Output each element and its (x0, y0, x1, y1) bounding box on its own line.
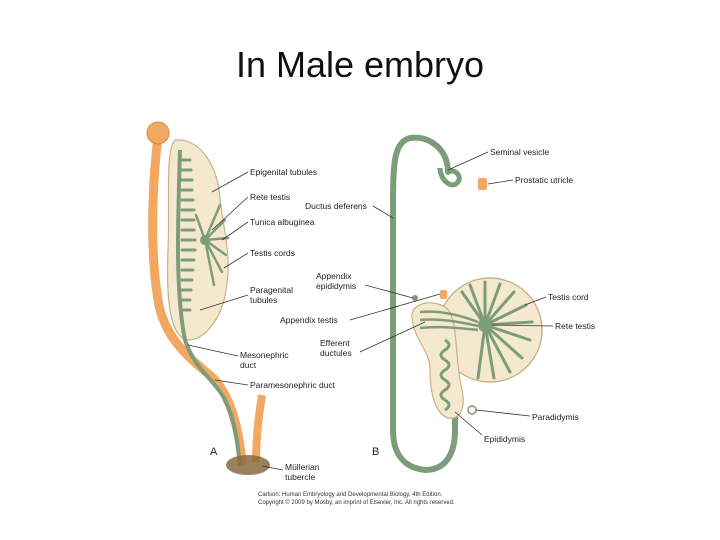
label-paragenital-1: Paragenital (250, 285, 293, 295)
mullerian-tubercle (226, 455, 270, 475)
appendix-testis (440, 290, 447, 299)
mesonephric-duct (175, 149, 242, 466)
label-tunica-albuginea: Tunica albuginea (250, 217, 315, 227)
testis-cords-b (460, 280, 534, 380)
slide-title: In Male embryo (235, 44, 485, 85)
label-mullerian-1: Müllerian (285, 462, 320, 472)
label-rete-testis-b: Rete testis (555, 321, 595, 331)
label-appendix-epididymis-2: epididymis (316, 281, 356, 291)
label-efferent-2: ductules (320, 348, 352, 358)
label-testis-cords: Testis cords (250, 248, 295, 258)
paramesonephric-duct (148, 130, 247, 467)
credit-line-1: Carlson: Human Embryology and Developmen… (258, 492, 443, 498)
label-paradidymis: Paradidymis (532, 412, 579, 422)
label-appendix-testis: Appendix testis (280, 315, 338, 325)
seminal-vesicle (437, 167, 462, 188)
label-mesonephric-2: duct (240, 360, 257, 370)
label-epigenital-tubules: Epigenital tubules (250, 167, 317, 177)
label-mesonephric-1: Mesonephric (240, 350, 289, 360)
rete-testis-a (200, 235, 210, 245)
label-appendix-epididymis-1: Appendix (316, 271, 352, 281)
label-paramesonephric-duct: Paramesonephric duct (250, 380, 336, 390)
label-testis-cord: Testis cord (548, 292, 589, 302)
panel-a-leaders (187, 171, 284, 471)
label-seminal-vesicle: Seminal vesicle (490, 147, 549, 157)
ductus-deferens (390, 134, 458, 474)
label-paragenital-2: tubules (250, 295, 277, 305)
label-epididymis: Epididymis (484, 434, 525, 444)
label-prostatic-utricle: Prostatic utricle (515, 175, 573, 185)
prostatic-utricle (478, 178, 487, 190)
epididymis-body (411, 302, 464, 419)
paramesonephric-top (146, 121, 170, 145)
panel-b-leaders (349, 151, 554, 436)
efferent-ductules (419, 310, 479, 332)
panel-b-label: B (372, 446, 379, 458)
label-efferent-1: Efferent (320, 338, 350, 348)
rete-testis-b (478, 318, 492, 332)
epigenital-tubules (180, 158, 197, 312)
panel-a-drawing (146, 121, 270, 475)
appendix-epididymis (412, 295, 418, 301)
credit-line-2: Copyright © 2009 by Mosby, an imprint of… (258, 499, 455, 506)
panel-a-label: A (210, 446, 218, 458)
label-rete-testis-a: Rete testis (250, 192, 290, 202)
paradidymis (467, 405, 477, 415)
panel-b-drawing (390, 134, 543, 474)
label-ductus-deferens: Ductus deferens (305, 201, 367, 211)
label-mullerian-2: tubercle (285, 472, 316, 482)
epididymis-coil (439, 338, 451, 412)
paramesonephric-limb (252, 394, 266, 463)
